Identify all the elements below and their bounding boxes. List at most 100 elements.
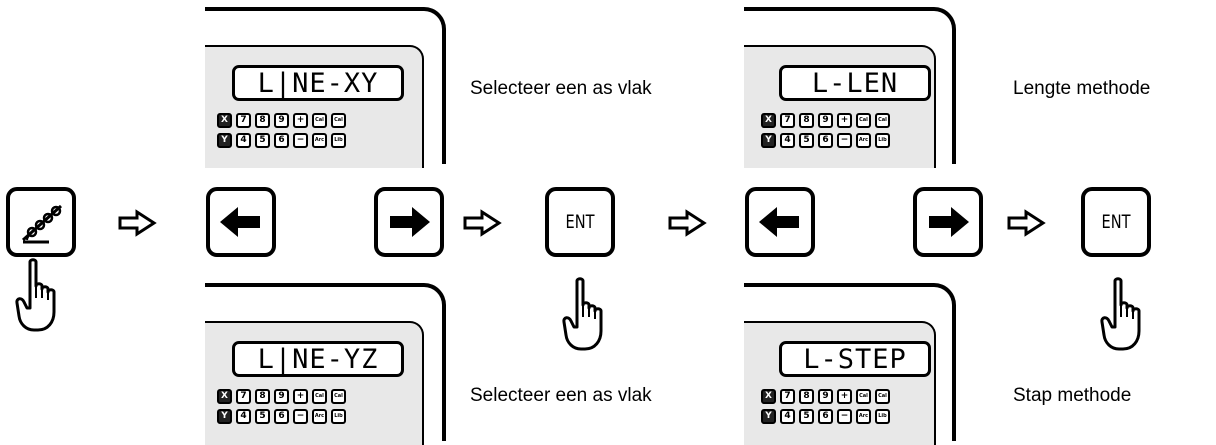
key-x: X	[761, 113, 776, 128]
left-arrow-button[interactable]	[206, 187, 276, 257]
select-plane-label-bottom: Selecteer een as vlak	[470, 385, 652, 406]
keypad-row: Y 4 5 6 − Arc Lib	[217, 133, 346, 148]
key-arc: Arc	[312, 133, 327, 148]
step-method-label: Stap methode	[1013, 385, 1132, 406]
key-cal: Cal	[312, 113, 327, 128]
enter-button-label: ENT	[1101, 211, 1131, 233]
key-cal-2: Cal	[331, 389, 346, 404]
keypad-row: X 7 8 9 + Cal Cal	[761, 389, 890, 404]
key-9: 9	[274, 113, 289, 128]
key-x: X	[217, 389, 232, 404]
key-y: Y	[761, 409, 776, 424]
key-9: 9	[274, 389, 289, 404]
key-6: 6	[818, 133, 833, 148]
enter-button-label: ENT	[565, 211, 595, 233]
key-lib: Lib	[875, 133, 890, 148]
key-cal-2: Cal	[331, 113, 346, 128]
key-5: 5	[799, 409, 814, 424]
key-y: Y	[217, 133, 232, 148]
key-y: Y	[217, 409, 232, 424]
keypad-row: Y 4 5 6 − Arc Lib	[217, 409, 346, 424]
keypad-row: X 7 8 9 + Cal Cal	[217, 389, 346, 404]
panel-face: L-STEP X 7 8 9 + Cal Cal Y 4 5 6 − Arc L…	[744, 321, 936, 445]
panel-display: L|NE-YZ	[232, 341, 404, 377]
key-minus: −	[837, 133, 852, 148]
right-arrow-button-2[interactable]	[913, 187, 983, 257]
key-7: 7	[236, 113, 251, 128]
key-8: 8	[799, 113, 814, 128]
key-4: 4	[236, 409, 251, 424]
key-5: 5	[799, 133, 814, 148]
key-minus: −	[293, 133, 308, 148]
panel-face: L-LEN X 7 8 9 + Cal Cal Y 4 5 6 − Arc Li…	[744, 45, 936, 168]
enter-button-2[interactable]: ENT	[1081, 187, 1151, 257]
key-lib: Lib	[331, 409, 346, 424]
right-arrow-icon	[929, 207, 969, 237]
keypad: X 7 8 9 + Cal Cal Y 4 5 6 − Arc Lib	[217, 389, 346, 424]
right-arrow-icon	[390, 207, 430, 237]
left-arrow-icon	[759, 207, 799, 237]
keypad-row: X 7 8 9 + Cal Cal	[761, 113, 890, 128]
keypad: X 7 8 9 + Cal Cal Y 4 5 6 − Arc Lib	[761, 113, 890, 148]
keypad-row: Y 4 5 6 − Arc Lib	[761, 409, 890, 424]
enter-button[interactable]: ENT	[545, 187, 615, 257]
key-cal: Cal	[856, 113, 871, 128]
key-arc: Arc	[856, 133, 871, 148]
right-arrow-button[interactable]	[374, 187, 444, 257]
keypad-row: Y 4 5 6 − Arc Lib	[761, 133, 890, 148]
panel-display: L|NE-XY	[232, 65, 404, 101]
left-arrow-icon	[220, 207, 260, 237]
key-y: Y	[761, 133, 776, 148]
key-7: 7	[236, 389, 251, 404]
next-step-arrow-icon	[463, 209, 502, 237]
key-lib: Lib	[331, 133, 346, 148]
key-8: 8	[255, 113, 270, 128]
length-method-label: Lengte methode	[1013, 78, 1151, 99]
key-plus: +	[293, 113, 308, 128]
panel-display: L-LEN	[779, 65, 931, 101]
display-panel-line-yz: L|NE-YZ X 7 8 9 + Cal Cal Y 4 5 6 − Arc …	[205, 283, 446, 445]
key-5: 5	[255, 133, 270, 148]
panel-face: L|NE-YZ X 7 8 9 + Cal Cal Y 4 5 6 − Arc …	[205, 321, 424, 445]
panel-display: L-STEP	[779, 341, 931, 377]
display-panel-line-xy: L|NE-XY X 7 8 9 + Cal Cal Y 4 5 6 − Arc …	[205, 7, 446, 168]
key-4: 4	[236, 133, 251, 148]
key-cal: Cal	[312, 389, 327, 404]
key-minus: −	[293, 409, 308, 424]
key-arc: Arc	[312, 409, 327, 424]
key-plus: +	[837, 113, 852, 128]
next-step-arrow-icon	[1007, 209, 1046, 237]
keypad: X 7 8 9 + Cal Cal Y 4 5 6 − Arc Lib	[217, 113, 346, 148]
key-lib: Lib	[875, 409, 890, 424]
key-6: 6	[274, 133, 289, 148]
key-8: 8	[799, 389, 814, 404]
pointing-hand-icon	[562, 277, 603, 351]
display-panel-l-len: L-LEN X 7 8 9 + Cal Cal Y 4 5 6 − Arc Li…	[744, 7, 956, 168]
panel-face: L|NE-XY X 7 8 9 + Cal Cal Y 4 5 6 − Arc …	[205, 45, 424, 168]
key-4: 4	[780, 409, 795, 424]
next-step-arrow-icon	[668, 209, 707, 237]
line-hole-pattern-icon	[21, 204, 63, 244]
keypad: X 7 8 9 + Cal Cal Y 4 5 6 − Arc Lib	[761, 389, 890, 424]
left-arrow-button-2[interactable]	[745, 187, 815, 257]
key-cal: Cal	[856, 389, 871, 404]
key-minus: −	[837, 409, 852, 424]
pointing-hand-icon	[15, 258, 56, 332]
pointing-hand-icon	[1100, 277, 1141, 351]
key-9: 9	[818, 389, 833, 404]
key-9: 9	[818, 113, 833, 128]
key-x: X	[217, 113, 232, 128]
key-x: X	[761, 389, 776, 404]
key-7: 7	[780, 113, 795, 128]
display-panel-l-step: L-STEP X 7 8 9 + Cal Cal Y 4 5 6 − Arc L…	[744, 283, 956, 445]
key-5: 5	[255, 409, 270, 424]
key-8: 8	[255, 389, 270, 404]
line-function-button[interactable]	[6, 187, 76, 257]
key-plus: +	[837, 389, 852, 404]
key-cal-2: Cal	[875, 113, 890, 128]
key-arc: Arc	[856, 409, 871, 424]
next-step-arrow-icon	[118, 209, 157, 237]
key-cal-2: Cal	[875, 389, 890, 404]
key-6: 6	[274, 409, 289, 424]
key-7: 7	[780, 389, 795, 404]
